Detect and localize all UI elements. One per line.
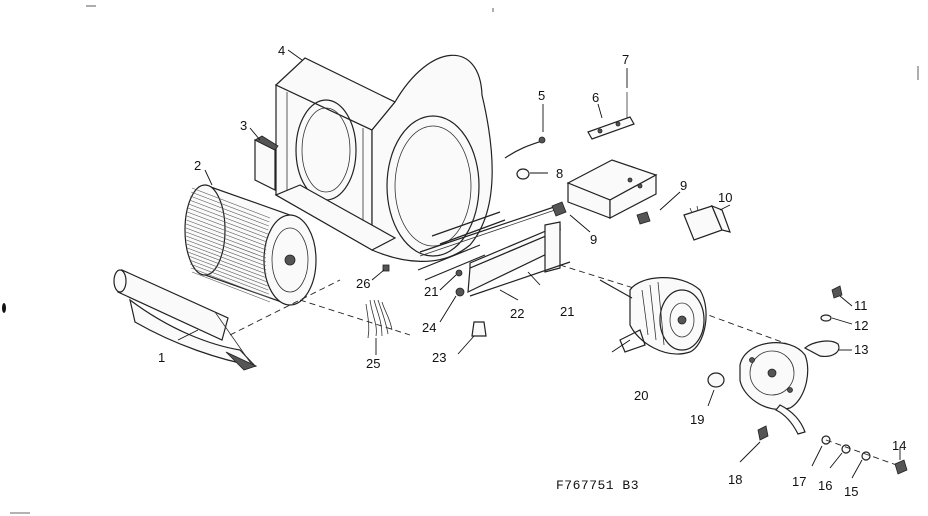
callout-6: 6 (592, 90, 599, 105)
callout-16: 16 (818, 478, 832, 493)
wheel-blade (190, 267, 270, 299)
callout-11: 11 (854, 298, 868, 313)
callout-2: 2 (194, 158, 201, 173)
wheel-blade (189, 259, 269, 291)
callout-labels: 1 2 3 4 5 6 7 8 9 9 10 11 12 13 14 15 16… (158, 43, 906, 499)
callout-23: 23 (432, 350, 446, 365)
wheel-blade (186, 243, 267, 275)
callout-19: 19 (690, 412, 704, 427)
wheel-blade (188, 203, 268, 235)
callout-24: 24 (422, 320, 436, 335)
wheel-blade (185, 227, 267, 259)
callout-3: 3 (240, 118, 247, 133)
control-box (566, 159, 658, 219)
wheel-blade (191, 187, 271, 219)
filter-rail (113, 269, 258, 371)
wheel-blade (190, 263, 269, 295)
wheel-blade (187, 247, 267, 279)
callout-1: 1 (158, 350, 165, 365)
callout-18: 18 (728, 472, 742, 487)
wheel-blade (190, 195, 269, 227)
motor-bracket (739, 340, 840, 435)
callout-13: 13 (854, 342, 868, 357)
callout-9-bottom: 9 (590, 232, 597, 247)
blower-housing (274, 54, 493, 262)
callout-12: 12 (854, 318, 868, 333)
wheel-blade (188, 255, 268, 287)
callout-4: 4 (278, 43, 285, 58)
wheel-blade (187, 251, 268, 283)
wheel-blade (186, 235, 267, 267)
wheel-blade (190, 191, 270, 223)
housing-bracket (254, 135, 279, 191)
blower-wheel (184, 184, 317, 306)
rail-strips (417, 211, 506, 281)
callout-25: 25 (366, 356, 380, 371)
callout-21-right: 21 (560, 304, 574, 319)
capacitor (683, 204, 731, 241)
bushing (516, 168, 530, 180)
wheel-blade (187, 211, 267, 243)
wheel-blade (191, 271, 271, 303)
wheel-blade (186, 239, 267, 271)
wheel-blade (186, 219, 267, 251)
wheel-blade (186, 223, 267, 255)
callout-26: 26 (356, 276, 370, 291)
callout-22: 22 (510, 306, 524, 321)
diagram-code: F767751 B3 (556, 478, 640, 493)
callout-14: 14 (892, 438, 906, 453)
blower-motor (599, 277, 707, 355)
callout-17: 17 (792, 474, 806, 489)
wire-leads (365, 264, 393, 339)
callout-leaders (177, 49, 901, 479)
callout-5: 5 (538, 88, 545, 103)
clip-right (636, 211, 651, 225)
wheel-blade (185, 231, 267, 263)
motor-mount-bracket (419, 204, 571, 297)
control-strap (587, 92, 635, 140)
clip-left (551, 201, 567, 217)
sleeve (707, 372, 725, 388)
callout-20: 20 (634, 388, 648, 403)
wheel-blade (187, 207, 268, 239)
cord (504, 140, 543, 159)
callout-10: 10 (718, 190, 732, 205)
wheel-blade (189, 199, 269, 231)
callout-21-left: 21 (424, 284, 438, 299)
callout-15: 15 (844, 484, 858, 499)
callout-9-top: 9 (680, 178, 687, 193)
wheel-blade (186, 215, 267, 247)
callout-8: 8 (556, 166, 563, 181)
callout-7: 7 (622, 52, 629, 67)
